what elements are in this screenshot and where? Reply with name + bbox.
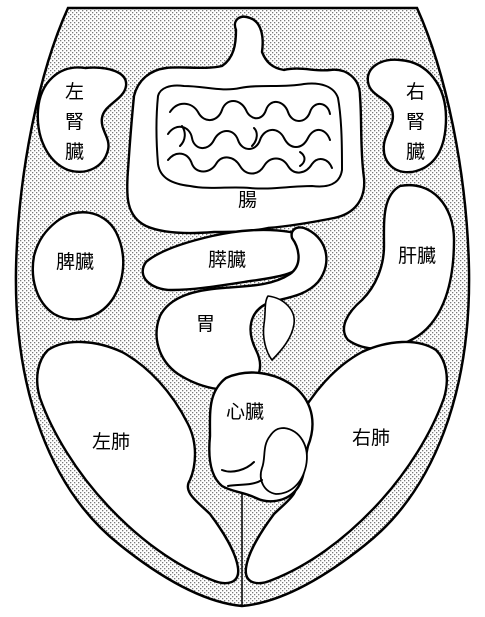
heart-label: 心臓: [226, 401, 264, 423]
liver-label: 肝臓: [398, 245, 436, 267]
stomach-label: 胃: [196, 313, 215, 335]
left-kidney-label-1: 左: [65, 81, 84, 103]
right-kidney-label-1: 右: [406, 81, 425, 103]
intestine-label: 腸: [238, 189, 257, 211]
right-kidney-label-2: 腎: [406, 111, 425, 133]
right-lung-label: 右肺: [352, 427, 390, 449]
pancreas-label: 膵臓: [208, 249, 246, 271]
left-kidney-label-3: 臓: [65, 141, 84, 163]
left-lung-label: 左肺: [92, 431, 130, 453]
left-kidney-label-2: 腎: [65, 111, 84, 133]
spleen-label: 脾臓: [56, 251, 94, 273]
heart: 心臓: [209, 373, 312, 502]
right-kidney-label-3: 臓: [406, 141, 425, 163]
